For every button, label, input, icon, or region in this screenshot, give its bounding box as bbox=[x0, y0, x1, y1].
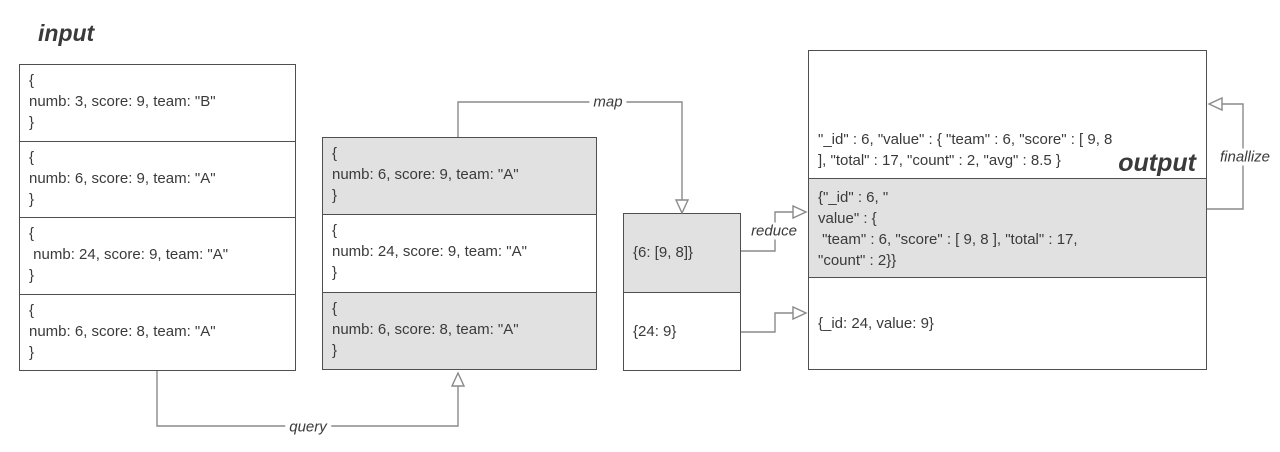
map-result-row: {24: 9} bbox=[624, 291, 740, 371]
query-result-row: { numb: 6, score: 8, team: "A" } bbox=[323, 291, 596, 369]
input-row: { numb: 6, score: 8, team: "A" } bbox=[20, 293, 295, 371]
input-row: { numb: 3, score: 9, team: "B" } bbox=[29, 72, 216, 131]
query-result-row: { numb: 24, score: 9, team: "A" } bbox=[323, 214, 596, 291]
map-arrow-label: map bbox=[589, 93, 627, 111]
input-row: { numb: 6, score: 9, team: "A" } bbox=[20, 140, 295, 218]
reduce-arrow-label: reduce bbox=[747, 222, 801, 240]
input-box: { numb: 3, score: 9, team: "B" } { numb:… bbox=[19, 64, 296, 371]
query-result-row: { numb: 6, score: 9, team: "A" } bbox=[323, 138, 596, 215]
finalize-arrow-label: finallize bbox=[1215, 148, 1275, 166]
query-result-box: { numb: 6, score: 9, team: "A" } { numb:… bbox=[322, 137, 597, 370]
output-row: {_id: 24, value: 9} bbox=[809, 277, 1206, 369]
reduce-arrow-second bbox=[741, 305, 808, 333]
output-box: "_id" : 6, "value" : { "team" : 6, "scor… bbox=[808, 50, 1207, 370]
output-row-text: "_id" : 6, "value" : { "team" : 6, "scor… bbox=[818, 131, 1113, 169]
output-row: "_id" : 6, "value" : { "team" : 6, "scor… bbox=[809, 51, 1206, 178]
input-title: input bbox=[38, 20, 95, 46]
input-row: { numb: 24, score: 9, team: "A" } bbox=[20, 217, 295, 294]
map-result-box: {6: [9, 8]} {24: 9} bbox=[623, 213, 741, 371]
output-title: output bbox=[1118, 148, 1196, 177]
output-row: {"_id" : 6, " value" : { "team" : 6, "sc… bbox=[809, 177, 1206, 278]
query-arrow-label: query bbox=[285, 418, 331, 436]
map-result-row: {6: [9, 8]} bbox=[624, 214, 740, 292]
